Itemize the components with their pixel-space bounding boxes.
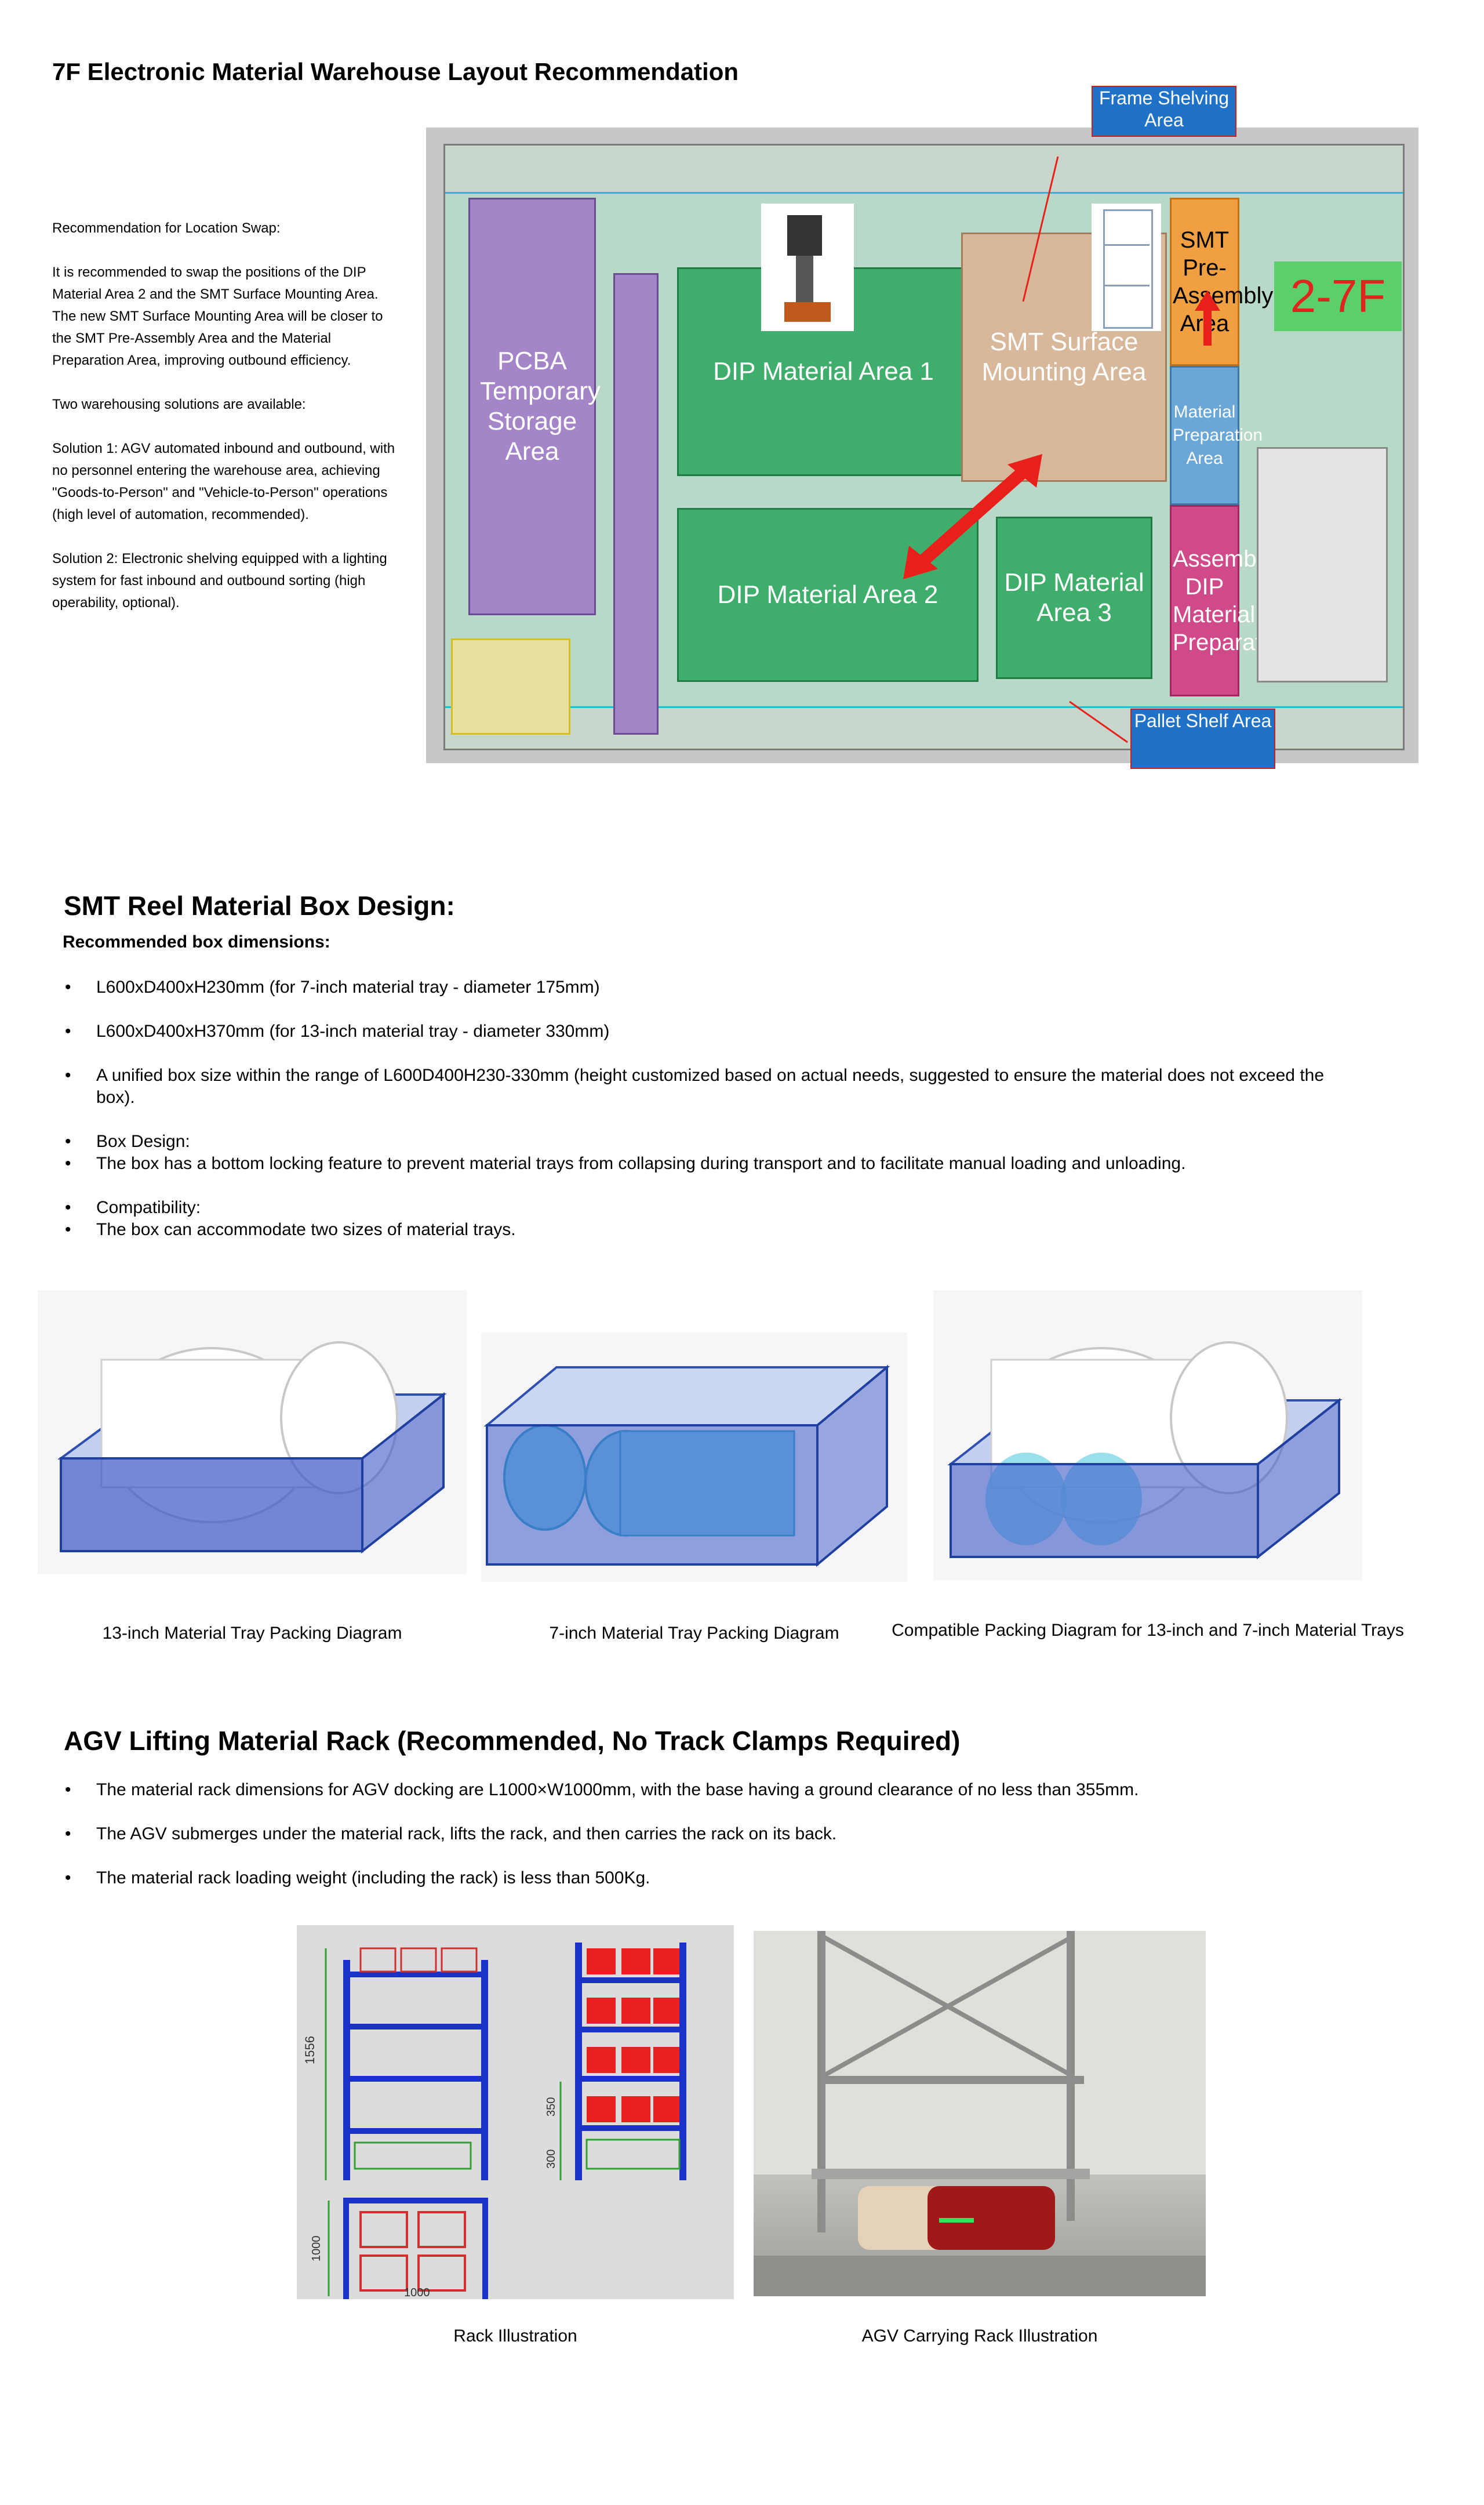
- solution-2: Solution 2: Electronic shelving equipped…: [52, 551, 387, 611]
- right-storage-racks: [1257, 447, 1388, 682]
- rack-height-dim: 1556: [303, 2036, 317, 2064]
- smt-bullet-2: L600xD400xH370mm (for 13-inch material t…: [63, 1021, 1367, 1043]
- pcba-zone-label: PCBA Temporary Storage Area: [480, 347, 601, 466]
- dip-material-area-3: DIP Material Area 3: [996, 517, 1152, 679]
- dip3-label: DIP Material Area 3: [1004, 568, 1144, 627]
- agv-bullet-1: The material rack dimensions for AGV doc…: [63, 1779, 1367, 1801]
- smt-box-bullets: L600xD400xH230mm (for 7-inch material tr…: [63, 976, 1367, 1241]
- caption-13inch: 13-inch Material Tray Packing Diagram: [102, 1624, 402, 1643]
- rack-width-dim: 1000: [404, 2286, 430, 2299]
- agv-inset-image: [761, 204, 854, 331]
- rack-lower-dim: 300: [545, 2150, 558, 2169]
- agv-carrying-rack-photo: [754, 1931, 1206, 2296]
- box-7inch-illustration: [481, 1333, 907, 1582]
- smt-bullet-1: L600xD400xH230mm (for 7-inch material tr…: [63, 976, 1367, 999]
- recommendation-paragraph: It is recommended to swap the positions …: [52, 264, 383, 368]
- box-13inch-illustration: [38, 1290, 467, 1574]
- page-title: 7F Electronic Material Warehouse Layout …: [52, 58, 739, 85]
- smt-bullet-3: A unified box size within the range of L…: [63, 1065, 1343, 1109]
- up-arrow-icon: [1195, 291, 1220, 346]
- dip2-label: DIP Material Area 2: [717, 580, 939, 609]
- solutions-intro: Two warehousing solutions are available:: [52, 397, 306, 412]
- rack-illustration: 1556 350 300: [297, 1925, 734, 2337]
- solution-1: Solution 1: AGV automated inbound and ou…: [52, 441, 395, 522]
- caption-compatible: Compatible Packing Diagram for 13-inch a…: [892, 1621, 1404, 1640]
- smt-bullet-4: Box Design:: [63, 1131, 1367, 1153]
- top-aisle: [445, 146, 1403, 194]
- agv-bullet-2: The AGV submerges under the material rac…: [63, 1823, 1367, 1845]
- rack-drawing: 1556 350 300: [303, 1943, 686, 2337]
- swap-arrow-icon: [903, 454, 1042, 579]
- agv-bullets: The material rack dimensions for AGV doc…: [63, 1779, 1367, 1889]
- rack-front-view: 1556: [303, 1947, 488, 2180]
- warehouse-floor-plan: PCBA Temporary Storage Area DIP Material…: [426, 128, 1418, 763]
- pcba-temporary-storage-area: PCBA Temporary Storage Area: [468, 198, 601, 615]
- pcba-rack-column: [613, 273, 659, 735]
- agv-heading: AGV Lifting Material Rack (Recommended, …: [64, 1726, 961, 1756]
- loading-area-left: [451, 638, 570, 735]
- floor-badge: 2-7F: [1274, 262, 1402, 331]
- smt-label: SMT Surface Mounting Area: [981, 328, 1147, 386]
- recommendation-heading: Recommendation for Location Swap:: [52, 220, 281, 236]
- floor-plan-interior: PCBA Temporary Storage Area DIP Material…: [443, 144, 1405, 750]
- dip1-label: DIP Material Area 1: [713, 357, 934, 386]
- dip-material-area-2: DIP Material Area 2: [677, 508, 979, 682]
- smt-bullet-6: Compatibility:: [63, 1197, 1367, 1219]
- material-preparation-area: Material Preparation Area: [1170, 366, 1263, 505]
- assembly-dip-material-preparation: Assembly DIP Material Preparation: [1170, 505, 1293, 696]
- box-13inch-drawing: [57, 1341, 447, 1554]
- callout-lines: [1022, 156, 1128, 743]
- smt-bullet-5: The box has a bottom locking feature to …: [63, 1153, 1367, 1175]
- smt-box-subheading: Recommended box dimensions:: [63, 932, 330, 952]
- box-compatible-drawing: [947, 1341, 1343, 1560]
- frame-shelving-callout: Frame Shelving Area: [1092, 86, 1236, 137]
- smt-box-heading: SMT Reel Material Box Design:: [64, 891, 455, 921]
- box-compatible-illustration: [933, 1290, 1362, 1580]
- caption-7inch: 7-inch Material Tray Packing Diagram: [549, 1624, 839, 1643]
- caption-agv-carrying: AGV Carrying Rack Illustration: [861, 2326, 1098, 2346]
- agv-bullet-3: The material rack loading weight (includ…: [63, 1867, 1367, 1889]
- smt-bullet-7: The box can accommodate two sizes of mat…: [63, 1219, 1367, 1241]
- recommendation-text: Recommendation for Location Swap: It is …: [52, 217, 406, 614]
- rack-top-view: 1000 1000: [310, 2198, 488, 2337]
- rack-side-view: 350 300: [545, 1943, 686, 2180]
- pallet-shelf-callout: Pallet Shelf Area: [1130, 709, 1275, 769]
- caption-rack: Rack Illustration: [453, 2326, 577, 2346]
- box-7inch-drawing: [483, 1364, 890, 1567]
- rack-upper-dim: 350: [545, 2097, 558, 2116]
- shelf-inset-image: [1092, 204, 1161, 331]
- agv-rack-photo-drawing: [754, 1931, 1206, 2296]
- rack-depth-dim: 1000: [310, 2236, 323, 2262]
